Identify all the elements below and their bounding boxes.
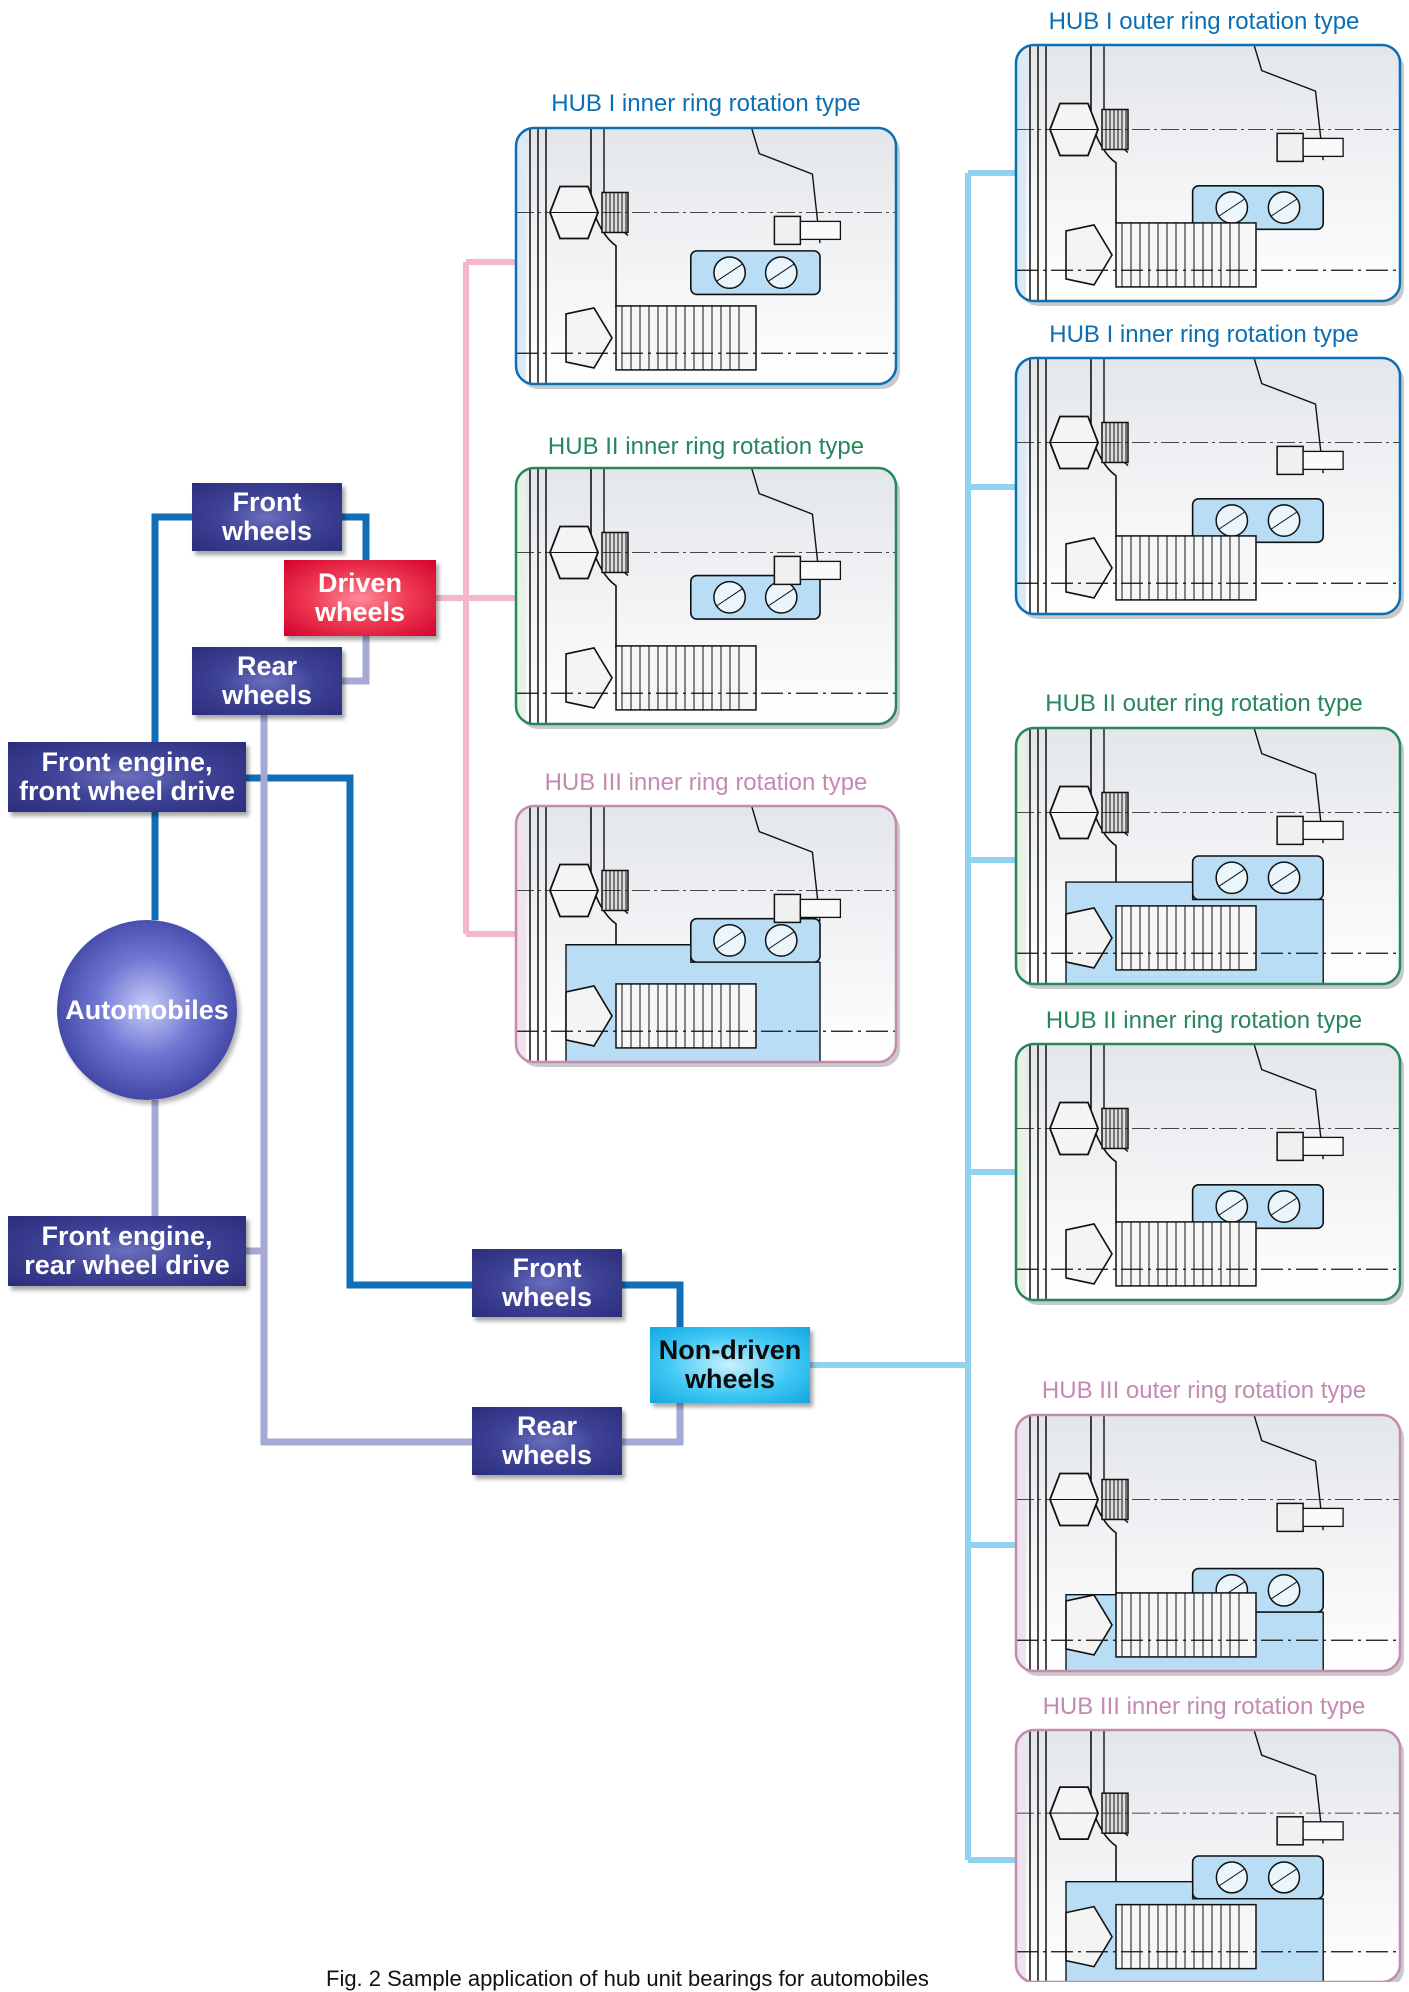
hub-bearing-illustration <box>1014 1413 1404 1676</box>
front-to-driven-line <box>342 513 370 560</box>
ff-drive-node: Front engine,front wheel drive <box>8 742 246 812</box>
nondriven-panel-title: HUB I outer ring rotation type <box>1048 8 1360 35</box>
hub-bearing-illustration <box>1014 356 1404 619</box>
fr-drive-node: Front engine,rear wheel drive <box>8 1216 246 1286</box>
hub-bearing-illustration <box>514 466 900 729</box>
fr-to-nd-rear-line <box>260 715 472 1446</box>
rear-to-driven-line <box>342 636 370 685</box>
nondriven-panel-title: HUB II inner ring rotation type <box>1045 1007 1363 1034</box>
driven-panel-title: HUB II inner ring rotation type <box>547 433 865 460</box>
nondriven-panel-title: HUB III outer ring rotation type <box>1041 1377 1367 1404</box>
nondriven-panel-title: HUB II outer ring rotation type <box>1045 690 1363 717</box>
hub-bearing-illustration <box>1014 1042 1404 1305</box>
nd-rear-to-nd-line <box>622 1403 684 1446</box>
driven-panel-title: HUB III inner ring rotation type <box>544 769 868 796</box>
nondriven-panel-title: HUB III inner ring rotation type <box>1042 1693 1366 1720</box>
hub-bearing-illustration <box>514 804 900 1067</box>
nd-front-to-nd-line <box>622 1281 684 1327</box>
hub-bearing-illustration <box>1014 1728 1404 1982</box>
ff-to-front-line <box>151 513 192 742</box>
driven-panel-title: HUB I inner ring rotation type <box>551 90 861 117</box>
hub-bearing-illustration <box>1014 43 1404 306</box>
figure-caption: Fig. 2 Sample application of hub unit be… <box>326 1966 929 1991</box>
ff-to-nd-front-line <box>246 774 472 1289</box>
nondriven-panel-title: HUB I inner ring rotation type <box>1049 321 1359 348</box>
hub-bearing-illustration <box>514 126 900 389</box>
hub-bearing-illustration <box>1014 726 1404 989</box>
automobiles-node: Automobiles <box>57 920 237 1100</box>
